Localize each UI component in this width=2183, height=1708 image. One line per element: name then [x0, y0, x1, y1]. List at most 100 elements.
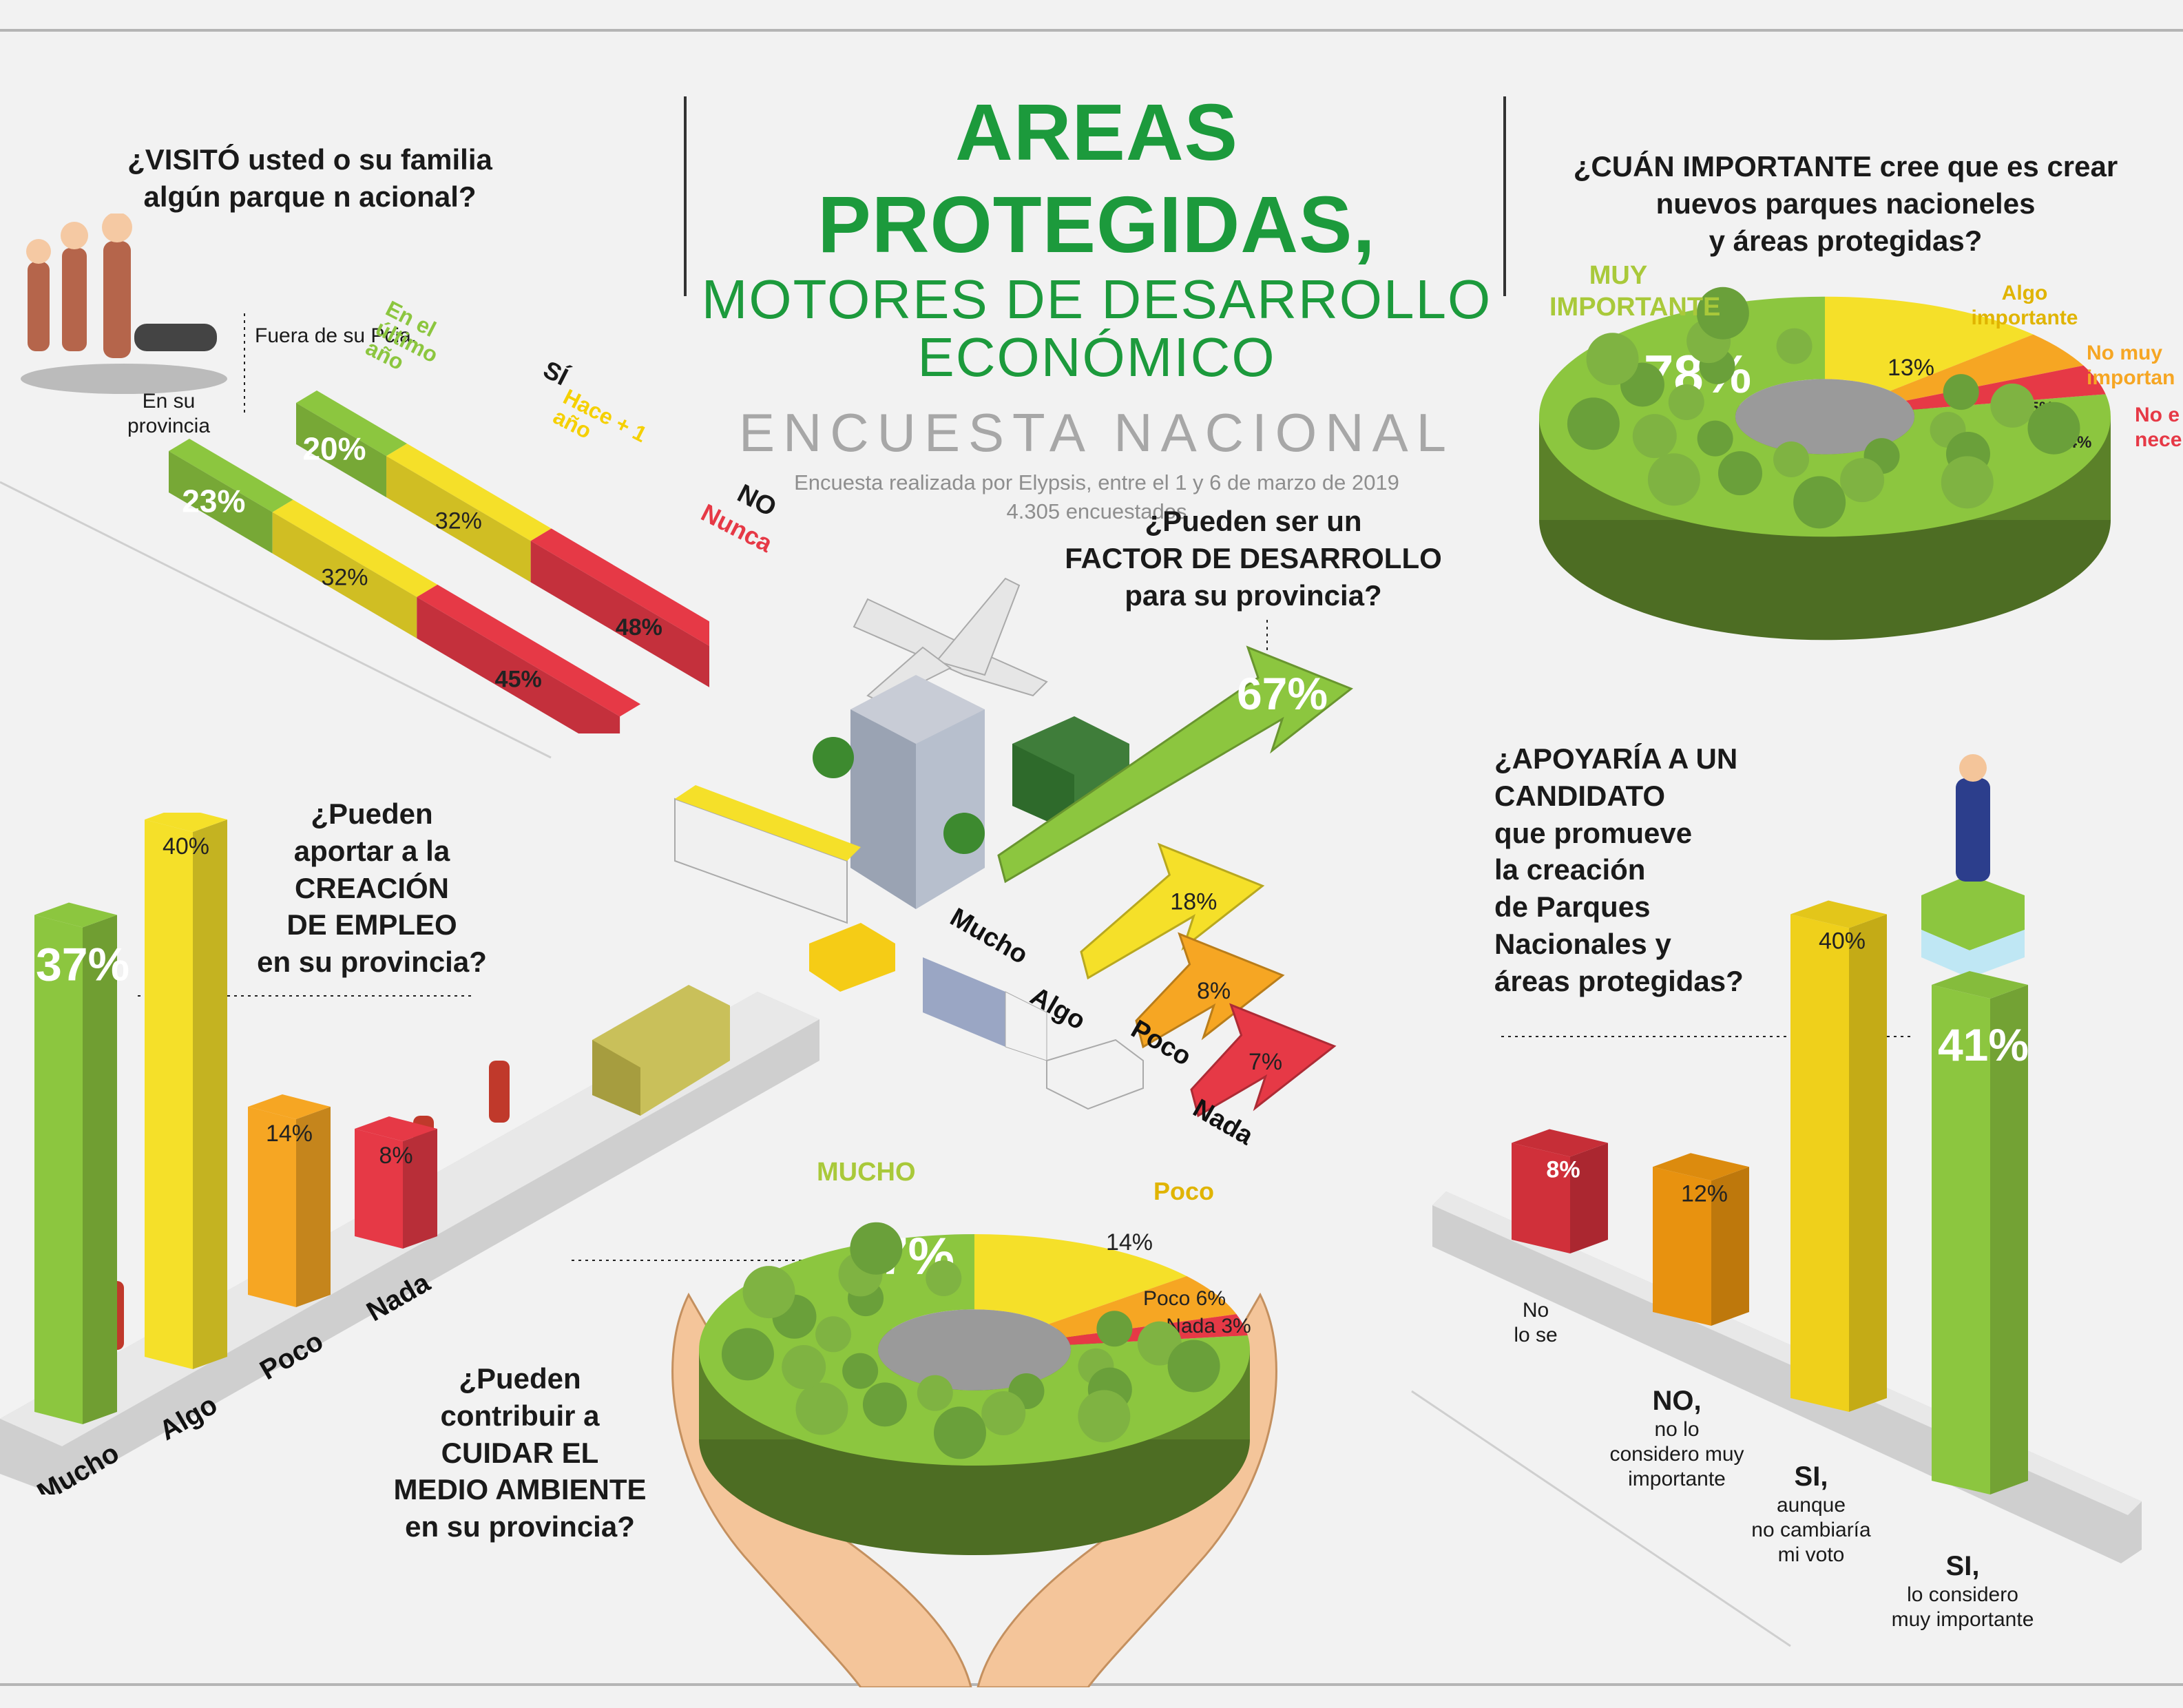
visited-bars: 20%32%48%23%32%45%	[169, 313, 709, 733]
employment-bar-side-2	[296, 1107, 331, 1307]
header: AREAS PROTEGIDAS, MOTORES DE DESARROLLO …	[689, 86, 1505, 526]
visited-bar-top-1-0	[169, 439, 293, 512]
employment-question: ¿Pueden aportar a la CREACIÓN DE EMPLEO …	[257, 798, 487, 978]
development-arrow-0	[997, 645, 1353, 884]
candidate-value-3: 41%	[1938, 1019, 2029, 1070]
development-value-3: 7%	[1249, 1049, 1282, 1075]
environment-value-3: Nada 3%	[1166, 1315, 1251, 1337]
candidate-bar-side-1	[1711, 1167, 1749, 1326]
employment-bar-0	[34, 915, 83, 1424]
environment-tree	[850, 1222, 903, 1275]
visited-label-0-2: 48%	[616, 614, 662, 640]
candidate-bar-side-3	[1990, 985, 2028, 1494]
candidate-question: ¿APOYARÍA A UN CANDIDATO que promueve la…	[1494, 742, 1744, 997]
label-mucho-env: MUCHO	[817, 1158, 916, 1187]
importance-value-1: 13%	[1888, 355, 1934, 381]
visited-bar-top-0-0	[296, 390, 408, 457]
importance-slice-1	[1825, 296, 2034, 391]
candidate-bar-side-0	[1570, 1143, 1608, 1253]
candidate-value-0: 8%	[1546, 1157, 1580, 1183]
environment-tree	[815, 1316, 852, 1353]
label-poco-env: Poco	[1153, 1177, 1215, 1205]
visited-bar-1-0	[169, 451, 273, 554]
environment-tree	[933, 1406, 986, 1459]
cat-si-aunque: SI, aunque no cambiaría mi voto	[1751, 1461, 1871, 1566]
environment-tree	[862, 1382, 907, 1427]
employment-bar-3	[355, 1129, 403, 1249]
main-subtitle-1: MOTORES DE DESARROLLO	[701, 269, 1492, 330]
environment-value-1: 14%	[1106, 1229, 1153, 1256]
importance-tree	[1586, 333, 1639, 386]
visited-bar-1-2	[417, 596, 620, 733]
development-value-0: 67%	[1237, 668, 1328, 719]
main-subtitle-2: ECONÓMICO	[917, 326, 1276, 388]
label-algo-importante: Algo importante	[1971, 282, 2078, 329]
candidate-bars: 8%12%40%41%	[1432, 754, 2142, 1563]
importance-tree	[1697, 420, 1733, 457]
visited-bar-1-1	[272, 512, 417, 638]
visited-label-0-0: 20%	[302, 431, 366, 467]
label-other-province: Fuera de su Pcia.	[255, 324, 417, 347]
visited-bar-top-1-2	[417, 584, 641, 717]
environment-slice-1	[974, 1234, 1187, 1324]
environment-tree	[1167, 1340, 1220, 1393]
importance-tree	[1943, 374, 1979, 410]
visited-label-0-1: 32%	[435, 508, 482, 534]
importance-tree	[1696, 287, 1749, 340]
candidate-bar-top-2	[1790, 900, 1887, 928]
importance-tree	[1632, 414, 1677, 459]
development-value-1: 18%	[1170, 888, 1217, 915]
visited-bar-top-1-1	[272, 499, 438, 597]
importance-tree	[1567, 397, 1620, 450]
environment-tree	[926, 1260, 962, 1296]
employment-value-0: 37%	[36, 939, 129, 991]
main-title: AREAS PROTEGIDAS,	[817, 87, 1376, 269]
development-arrow-2	[1135, 932, 1285, 1049]
environment-tree	[981, 1391, 1026, 1436]
development-arrow-3	[1190, 1003, 1337, 1118]
development-arrow-1	[1080, 842, 1265, 980]
label-no-muy-importante: No muy importan	[2087, 342, 2175, 389]
environment-tree	[795, 1382, 848, 1435]
environment-hole	[878, 1309, 1071, 1391]
environment-tree	[782, 1345, 826, 1390]
employment-bar-top-1	[145, 813, 227, 832]
employment-bar-side-0	[83, 915, 117, 1424]
importance-hole	[1735, 379, 1914, 455]
employment-bar-side-3	[403, 1129, 437, 1249]
importance-tree	[1990, 383, 2035, 428]
candidate-bar-2	[1790, 914, 1849, 1412]
environment-donut: 77%14%Poco 6%Nada 3%	[572, 1222, 1277, 1687]
visited-bar-0-0	[296, 403, 387, 498]
visited-bar-0-2	[530, 541, 709, 687]
employment-bar-top-0	[34, 902, 117, 928]
importance-tree	[1773, 441, 1810, 477]
employment-bar-2	[248, 1107, 296, 1307]
visited-bar-0-1	[386, 456, 531, 583]
importance-tree	[1647, 453, 1700, 506]
visited-question: ¿VISITÓ usted o su familia algún parque …	[127, 143, 492, 213]
importance-tree	[1668, 384, 1704, 421]
label-muy-importante: MUY IMPORTANTE	[1549, 261, 1721, 322]
visited-label-1-2: 45%	[495, 667, 542, 693]
environment-tree	[721, 1328, 774, 1381]
candidate-bar-top-0	[1512, 1129, 1608, 1157]
candidate-bar-top-3	[1932, 971, 2028, 999]
employment-bar-side-1	[193, 820, 227, 1369]
cat-no: NO, no lo considero muy importante	[1609, 1386, 1744, 1490]
importance-slice-2	[1890, 334, 2084, 401]
candidate-bar-0	[1512, 1143, 1570, 1253]
importance-question: ¿CUÁN IMPORTANTE cree que es crear nuevo…	[1573, 150, 2118, 257]
candidate-bar-1	[1653, 1167, 1711, 1326]
environment-tree	[1078, 1390, 1131, 1443]
importance-tree	[2027, 402, 2080, 455]
candidate-bar-3	[1932, 985, 1990, 1494]
importance-tree	[1717, 451, 1762, 496]
candidate-value-1: 12%	[1681, 1180, 1728, 1207]
visited-bar-top-0-1	[386, 444, 552, 541]
environment-question: ¿Pueden contribuir a CUIDAR EL MEDIO AMB…	[393, 1362, 647, 1543]
